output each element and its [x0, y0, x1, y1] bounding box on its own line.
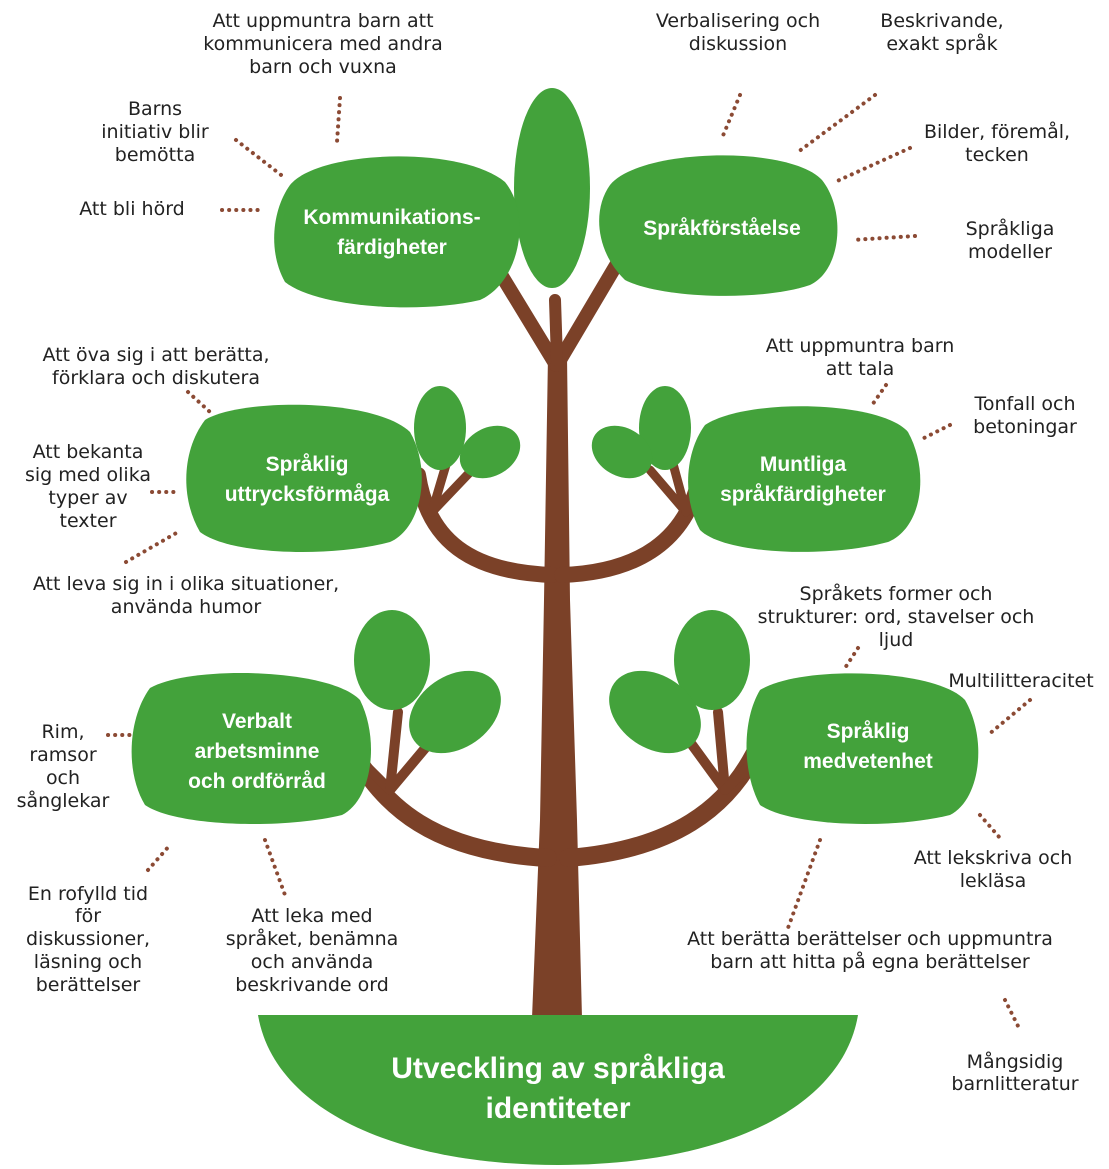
label-uppmuntra-tala: Att uppmuntra barn att tala: [766, 335, 955, 380]
dotted-connectors: [106, 93, 1032, 1032]
label-line: betoningar: [973, 416, 1077, 438]
label-line: barn och vuxna: [249, 56, 397, 78]
label-line: berättelser: [36, 974, 141, 996]
label-line: barnlitteratur: [951, 1073, 1078, 1095]
label-line: och: [46, 767, 80, 789]
label-bekanta: Att bekanta sig med olika typer av texte…: [25, 441, 151, 532]
label-line: texter: [60, 510, 117, 532]
label-barns-initiativ: Barns initiativ blir bemötta: [101, 98, 209, 166]
label-line: Beskrivande,: [880, 10, 1003, 32]
label-line: och använda: [251, 951, 373, 973]
base-line2: identiteter: [485, 1092, 630, 1125]
label-mangsidig: Mångsidig barnlitteratur: [951, 1050, 1078, 1095]
label-bilder: Bilder, föremål, tecken: [924, 120, 1070, 166]
label-rim: Rim, ramsor och sånglekar: [17, 721, 110, 812]
label-beratta: Att berätta berättelser och uppmuntra ba…: [687, 928, 1053, 973]
label-line: för: [75, 905, 101, 927]
label-line: barn att hitta på egna berättelser: [710, 950, 1030, 973]
label-line: kommunicera med andra: [203, 33, 442, 55]
label-line: lekläsa: [960, 870, 1026, 892]
base-identiteter: Utveckling av språkliga identiteter: [258, 1015, 858, 1165]
blob-verbalt-line3: och ordförråd: [188, 770, 326, 793]
blob-sprakforstaelse-line1: Språkförståelse: [643, 217, 801, 240]
label-line: initiativ blir: [101, 121, 209, 143]
blob-medvetenhet-line2: medvetenhet: [803, 750, 933, 773]
blob-kommunikation-line2: färdigheter: [337, 236, 447, 259]
label-line: förklara och diskutera: [52, 367, 260, 389]
label-leva-sig-in: Att leva sig in i olika situationer, anv…: [33, 573, 339, 618]
label-line: använda humor: [111, 596, 262, 618]
blob-muntliga-line2: språkfärdigheter: [720, 483, 886, 506]
label-line: tecken: [965, 144, 1029, 166]
label-uppmuntra-kommunicera: Att uppmuntra barn att kommunicera med a…: [203, 10, 442, 78]
label-line: Språkliga: [966, 217, 1055, 240]
label-line: Verbalisering och: [656, 10, 820, 32]
label-line: diskussioner,: [26, 928, 150, 950]
label-line: beskrivande ord: [235, 974, 389, 996]
label-line: Att bli hörd: [79, 198, 184, 220]
label-line: En rofylld tid: [28, 883, 148, 905]
label-line: språket, benämna: [226, 927, 399, 950]
base-line1: Utveckling av språkliga: [391, 1052, 725, 1085]
label-former: Språkets former och strukturer: ord, sta…: [758, 582, 1035, 651]
label-line: Barns: [128, 98, 182, 120]
blob-muntliga-line1: Muntliga: [760, 453, 847, 476]
label-line: sånglekar: [17, 789, 110, 812]
label-line: ljud: [879, 629, 914, 651]
label-line: sig med olika: [25, 464, 151, 486]
label-leka-med: Att leka med språket, benämna och använd…: [226, 905, 399, 996]
label-bli-hord: Att bli hörd: [79, 198, 184, 220]
blob-verbalt-line2: arbetsminne: [195, 740, 320, 763]
label-line: ramsor: [29, 744, 96, 766]
label-tonfall: Tonfall och betoningar: [973, 393, 1077, 438]
blob-kommunikation: Kommunikations- färdigheter: [274, 156, 520, 308]
label-line: Att leka med: [251, 905, 372, 927]
label-line: Att bekanta: [33, 441, 144, 463]
label-line: Multilitteracitet: [948, 670, 1093, 692]
blob-uttryck: Språklig uttrycksförmåga: [186, 404, 422, 553]
label-lekskriva: Att lekskriva och lekläsa: [914, 847, 1073, 892]
label-ova-beratta: Att öva sig i att berätta, förklara och …: [42, 344, 269, 389]
label-line: Att uppmuntra barn att: [212, 10, 433, 32]
label-line: bemötta: [115, 144, 195, 166]
label-line: Tonfall och: [973, 393, 1075, 415]
decorative-leaves: [354, 88, 750, 754]
label-line: typer av: [48, 487, 127, 509]
label-line: Att uppmuntra barn: [766, 335, 955, 357]
blob-verbalt-line1: Verbalt: [222, 710, 292, 733]
tree-trunk-branches: [532, 355, 582, 1018]
label-line: Att öva sig i att berätta,: [42, 344, 269, 366]
label-line: exakt språk: [886, 32, 997, 55]
label-multilitteracitet: Multilitteracitet: [948, 670, 1093, 692]
blob-uttryck-line2: uttrycksförmåga: [225, 483, 390, 506]
label-line: Rim,: [41, 721, 84, 743]
blob-kommunikation-line1: Kommunikations-: [303, 206, 480, 229]
label-modeller: Språkliga modeller: [966, 217, 1055, 263]
label-line: Att lekskriva och: [914, 847, 1073, 869]
label-rofylld: En rofylld tid för diskussioner, läsning…: [26, 883, 150, 996]
label-line: Bilder, föremål,: [924, 120, 1070, 143]
blob-medvetenhet-line1: Språklig: [827, 720, 910, 743]
blob-verbalt: Verbalt arbetsminne och ordförråd: [131, 672, 372, 825]
label-verbalisering: Verbalisering och diskussion: [656, 10, 820, 55]
label-line: Språkets former och: [800, 582, 993, 605]
label-line: att tala: [826, 358, 895, 380]
blob-medvetenhet: Språklig medvetenhet: [746, 673, 979, 825]
blob-muntliga: Muntliga språkfärdigheter: [688, 406, 921, 552]
blob-uttryck-line1: Språklig: [266, 453, 349, 476]
label-line: läsning och: [34, 951, 142, 973]
label-beskrivande: Beskrivande, exakt språk: [880, 10, 1003, 55]
label-line: Mångsidig: [967, 1050, 1064, 1073]
label-line: Att leva sig in i olika situationer,: [33, 573, 339, 595]
label-line: diskussion: [689, 33, 787, 55]
label-line: modeller: [968, 241, 1052, 263]
label-line: Att berätta berättelser och uppmuntra: [687, 928, 1053, 950]
blob-sprakforstaelse: Språkförståelse: [599, 155, 838, 296]
label-line: strukturer: ord, stavelser och: [758, 606, 1035, 628]
